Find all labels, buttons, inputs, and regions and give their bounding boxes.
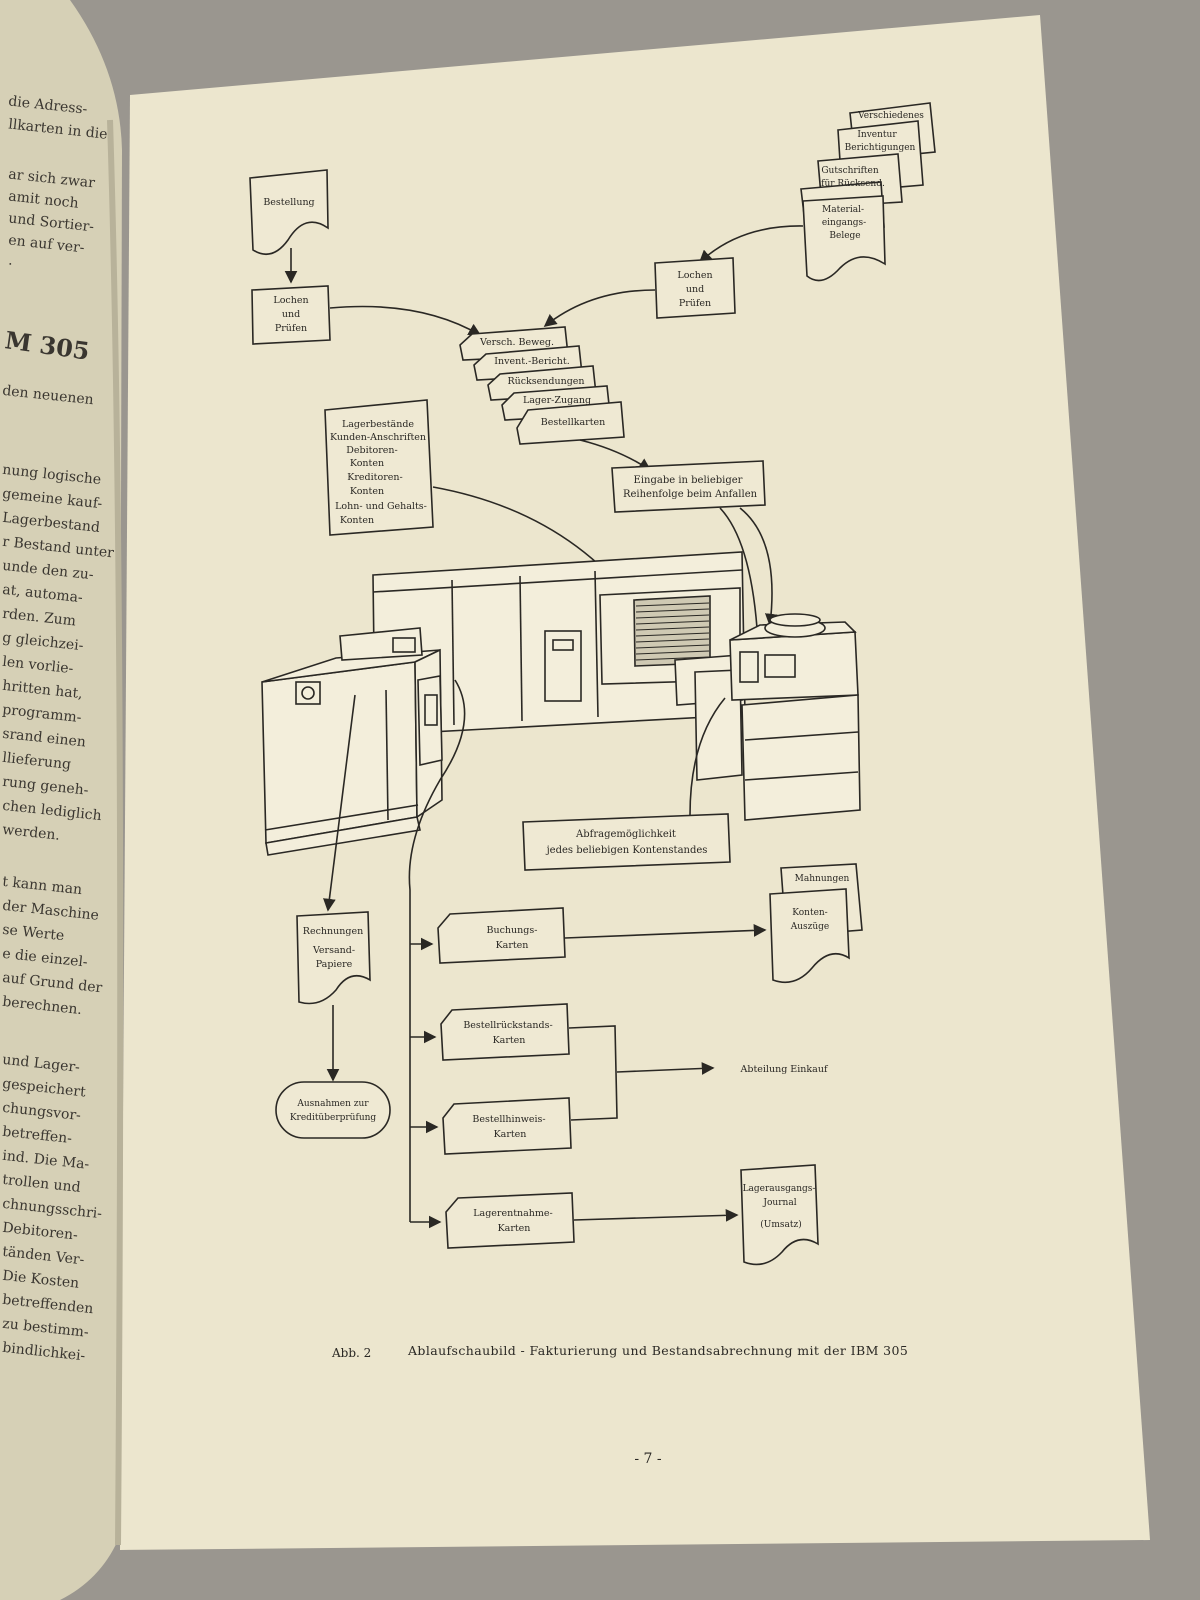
label-ausnahmen-2: Kreditüberprüfung — [290, 1113, 377, 1123]
label-lagerentnahme-2: Karten — [498, 1223, 531, 1234]
label-abfrage-2: jedes beliebigen Kontenstandes — [546, 845, 708, 856]
label-lochen-right-3: Prüfen — [679, 298, 711, 309]
label-konten-2: Konten — [350, 486, 384, 497]
ausnahmen-terminal-shape — [275, 1081, 391, 1139]
lagerentnahme-card-shape — [445, 1192, 575, 1249]
label-inventur: Inventur — [857, 130, 897, 140]
label-eingangs: eingangs- — [822, 218, 866, 228]
right-page — [120, 15, 1150, 1550]
label-mahnungen: Mahnungen — [795, 874, 850, 884]
storage-box-shape — [324, 399, 434, 536]
label-material: Material- — [822, 205, 864, 215]
label-konten-3: Konten — [340, 515, 374, 526]
bestellhinweis-card-shape — [442, 1097, 572, 1155]
label-bestellrueckstands-2: Karten — [493, 1035, 526, 1046]
left-page-text-line: betreffen- — [2, 1124, 73, 1147]
label-invent-bericht: Invent.-Bericht. — [494, 356, 570, 367]
caption-text: Ablaufschaubild - Fakturierung und Besta… — [407, 1343, 908, 1358]
label-bestellrueckstands-1: Bestellrückstands- — [463, 1020, 552, 1031]
label-versch-beweg: Versch. Beweg. — [479, 337, 554, 348]
label-lagerausgangs-3: (Umsatz) — [760, 1219, 801, 1230]
diagram-labels: Bestellung Lochen und Prüfen Lochen und … — [263, 111, 924, 1234]
label-ausnahmen-1: Ausnahmen zur — [296, 1099, 369, 1109]
card-stack — [459, 326, 625, 445]
page-number: - 7 - — [634, 1451, 662, 1467]
left-page-text-line: rden. Zum — [2, 606, 77, 630]
left-page — [0, 0, 122, 1600]
rechnungen-doc-shape — [296, 911, 371, 1005]
ibm-305-illustration — [261, 551, 861, 856]
label-rechnungen: Rechnungen — [303, 926, 363, 937]
bestellrueckstands-card-shape — [440, 1003, 570, 1061]
label-konten-auszuege-1: Konten- — [792, 908, 827, 918]
process-lochen-left-shape — [251, 285, 331, 345]
caption-label: Abb. 2 — [331, 1346, 371, 1360]
label-belege: Belege — [829, 231, 860, 241]
label-lagerausgangs-2: Journal — [762, 1198, 796, 1208]
label-abteilung-einkauf: Abteilung Einkauf — [740, 1064, 829, 1075]
process-lochen-right-shape — [654, 257, 736, 319]
label-lochen-right-2: und — [686, 284, 704, 295]
label-eingabe-2: Reihenfolge beim Anfallen — [623, 489, 758, 500]
right-document-stack — [800, 102, 936, 282]
label-konten-1: Konten — [350, 458, 384, 469]
label-lochen-left-3: Prüfen — [275, 323, 307, 334]
label-verschiedenes: Verschiedenes — [857, 111, 924, 121]
label-buchungs-1: Buchungs- — [487, 925, 538, 936]
label-eingabe-1: Eingabe in beliebiger — [634, 475, 743, 486]
label-bestellkarten: Bestellkarten — [541, 417, 606, 428]
left-page-text-line: werden. — [2, 822, 61, 844]
label-papiere: Papiere — [316, 959, 353, 970]
label-kunden-anschriften: Kunden-Anschriften — [330, 432, 426, 443]
label-abfrage-1: Abfragemöglichkeit — [575, 829, 676, 840]
left-page-text-line: amit noch — [8, 188, 80, 211]
label-lagerbestaende: Lagerbestände — [342, 419, 414, 430]
label-lager-zugang: Lager-Zugang — [523, 395, 591, 406]
page-gutter — [107, 119, 124, 1546]
left-page-text-line: se Werte — [2, 922, 65, 944]
label-bestellhinweis-2: Karten — [494, 1129, 527, 1140]
left-page-text-line: en auf ver- — [8, 232, 86, 256]
label-buchungs-2: Karten — [496, 940, 529, 951]
label-bestellhinweis-1: Bestellhinweis- — [472, 1114, 545, 1125]
label-fuer-ruecksend: für Rücksend. — [821, 179, 885, 189]
left-page-text-line: . — [8, 252, 14, 268]
label-konten-auszuege-2: Auszüge — [790, 922, 830, 932]
flowchart — [249, 102, 936, 1266]
label-lochen-left-2: und — [282, 309, 300, 320]
label-lagerausgangs-1: Lagerausgangs- — [743, 1184, 816, 1194]
label-kreditoren: Kreditoren- — [347, 472, 402, 483]
abfrage-box-shape — [522, 813, 731, 871]
label-debitoren: Debitoren- — [346, 445, 397, 456]
left-page-text-line: llieferung — [2, 750, 72, 773]
eingabe-box-shape — [611, 460, 766, 513]
konten-auszuege-doc-shape — [769, 888, 850, 984]
label-lagerentnahme-1: Lagerentnahme- — [473, 1208, 553, 1219]
label-lochen-right-1: Lochen — [677, 270, 712, 281]
label-versand: Versand- — [312, 945, 355, 956]
left-page-text-line: Debitoren- — [2, 1220, 79, 1244]
label-bestellung: Bestellung — [263, 197, 314, 208]
label-ruecksendungen: Rücksendungen — [507, 376, 584, 387]
left-page-text-line: len vorlie- — [2, 654, 75, 677]
buchungs-card-shape — [437, 907, 566, 964]
lagerausgangs-doc-shape — [740, 1164, 819, 1266]
label-lochen-left-1: Lochen — [273, 295, 308, 306]
label-gutschriften: Gutschriften — [821, 166, 879, 176]
doc-bestellung-shape — [249, 169, 329, 256]
label-berichtigungen: Berichtigungen — [845, 143, 916, 153]
label-lohn-gehalts: Lohn- und Gehalts- — [335, 501, 427, 512]
